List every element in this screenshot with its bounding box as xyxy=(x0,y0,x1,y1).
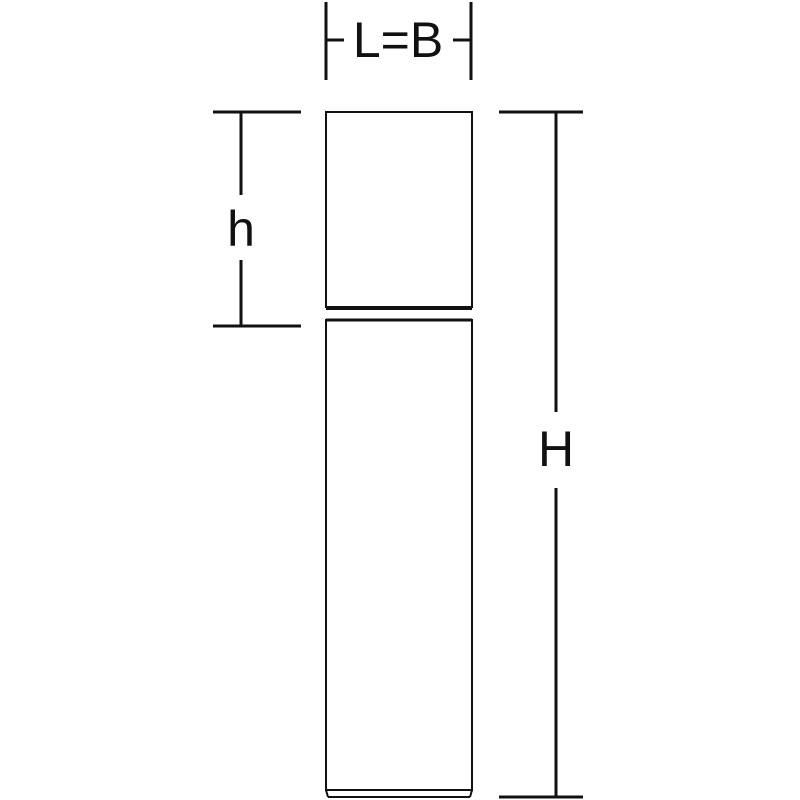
cap-height-label: h xyxy=(227,201,255,257)
foot-left-edge xyxy=(325,789,329,798)
total-height-label: H xyxy=(538,421,574,477)
product-cap xyxy=(325,111,473,308)
cap-height-dimension xyxy=(213,110,301,328)
product-seam xyxy=(326,307,472,322)
foot-right-edge xyxy=(469,789,473,798)
product-base xyxy=(325,319,473,791)
product-foot xyxy=(325,789,473,798)
width-label: L=B xyxy=(353,12,443,68)
total-height-dimension xyxy=(499,110,583,799)
width-dimension xyxy=(324,2,473,80)
product-body xyxy=(325,111,473,791)
